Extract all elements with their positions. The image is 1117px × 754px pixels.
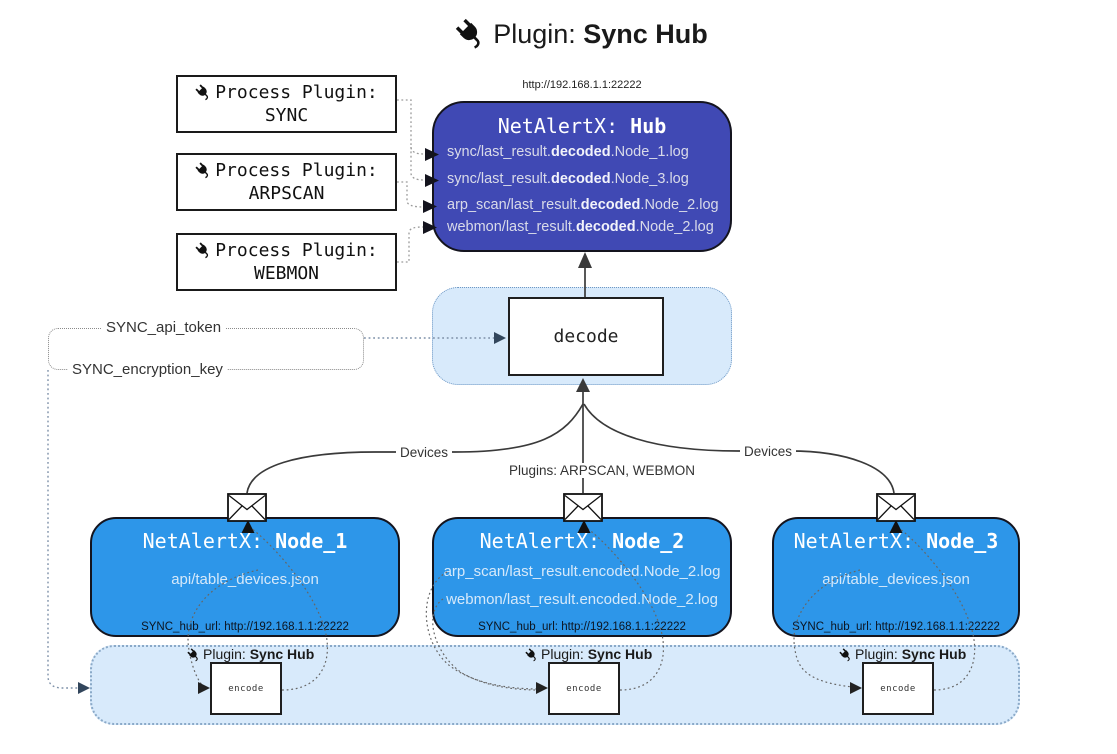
encode-label: encode bbox=[228, 683, 264, 694]
band-plugin-label: Plugin: Sync Hub bbox=[522, 645, 652, 665]
node-hub-url: SYNC_hub_url: http://192.168.1.1:22222 bbox=[792, 621, 1000, 633]
process-plugin-webmon-box: Process Plugin: WEBMON bbox=[176, 233, 397, 291]
envelope-icon bbox=[876, 493, 916, 522]
page-title-name: Sync Hub bbox=[583, 19, 708, 49]
plug-icon bbox=[449, 11, 494, 56]
node-data-line: arp_scan/last_result.encoded.Node_2.log bbox=[443, 563, 721, 580]
process-plugin-label: Process Plugin: bbox=[215, 240, 378, 261]
decode-label: decode bbox=[553, 326, 619, 347]
process-plugin-label-row: Process Plugin: bbox=[192, 80, 378, 104]
node-data-line: webmon/last_result.encoded.Node_2.log bbox=[446, 591, 718, 608]
decode-box: decode bbox=[508, 297, 664, 376]
node-data-line: api/table_devices.json bbox=[171, 571, 319, 588]
node-1-box: NetAlertX: Node_1 api/table_devices.json… bbox=[90, 517, 400, 637]
plug-icon bbox=[836, 645, 856, 665]
hub-box: NetAlertX: Hub sync/last_result.decoded.… bbox=[432, 101, 732, 252]
plugins-center-label: Plugins: ARPSCAN, WEBMON bbox=[505, 463, 700, 478]
node-title: NetAlertX: Node_1 bbox=[142, 529, 348, 553]
process-plugin-name: ARPSCAN bbox=[248, 183, 325, 204]
hub-log-line: sync/last_result.decoded.Node_3.log bbox=[447, 171, 689, 187]
band-in-arrow-icon bbox=[78, 682, 90, 694]
encode-label: encode bbox=[880, 683, 916, 694]
plugin-to-hub-connectors bbox=[397, 99, 425, 263]
band-plugin-label: Plugin: Sync Hub bbox=[184, 645, 314, 665]
node-hub-url: SYNC_hub_url: http://192.168.1.1:22222 bbox=[478, 621, 686, 633]
node-title: NetAlertX: Node_2 bbox=[479, 529, 685, 553]
node-title: NetAlertX: Node_3 bbox=[793, 529, 999, 553]
hub-url-label: http://192.168.1.1:22222 bbox=[522, 79, 642, 91]
hub-title-prefix: NetAlertX: bbox=[497, 114, 631, 138]
hub-log-line: sync/last_result.decoded.Node_1.log bbox=[447, 144, 689, 160]
encode-box: encode bbox=[862, 662, 934, 715]
hub-in-arrow-icon bbox=[578, 252, 592, 268]
process-plugin-label: Process Plugin: bbox=[215, 82, 378, 103]
band-plugin-label: Plugin: Sync Hub bbox=[836, 645, 966, 665]
process-plugin-label-row: Process Plugin: bbox=[192, 158, 378, 182]
plug-icon bbox=[192, 80, 216, 104]
process-plugin-name: SYNC bbox=[264, 105, 309, 126]
process-plugin-arpscan-box: Process Plugin: ARPSCAN bbox=[176, 153, 397, 211]
encode-box: encode bbox=[548, 662, 620, 715]
encode-label: encode bbox=[566, 683, 602, 694]
devices-left-label: Devices bbox=[396, 445, 453, 460]
process-plugin-label: Process Plugin: bbox=[215, 160, 378, 181]
sync-encryption-key-label: SYNC_encryption_key bbox=[68, 361, 227, 378]
page-title: Plugin: Sync Hub bbox=[0, 16, 1117, 51]
hub-title-name: Hub bbox=[630, 114, 667, 138]
plug-icon bbox=[192, 158, 216, 182]
process-plugin-label-row: Process Plugin: bbox=[192, 238, 378, 262]
hub-title: NetAlertX: Hub bbox=[434, 114, 730, 138]
node-hub-url: SYNC_hub_url: http://192.168.1.1:22222 bbox=[141, 621, 349, 633]
plug-icon bbox=[522, 645, 542, 665]
page-title-prefix: Plugin: bbox=[493, 19, 584, 49]
hub-log-line: arp_scan/last_result.decoded.Node_2.log bbox=[447, 197, 719, 213]
process-plugin-sync-box: Process Plugin: SYNC bbox=[176, 75, 397, 133]
process-plugin-name: WEBMON bbox=[253, 263, 320, 284]
plug-icon bbox=[192, 238, 216, 262]
devices-right-label: Devices bbox=[740, 444, 797, 459]
encode-box: encode bbox=[210, 662, 282, 715]
node-3-box: NetAlertX: Node_3 api/table_devices.json… bbox=[772, 517, 1020, 637]
node-2-box: NetAlertX: Node_2 arp_scan/last_result.e… bbox=[432, 517, 732, 637]
plug-icon bbox=[184, 645, 204, 665]
envelope-icon bbox=[563, 493, 603, 522]
node-data-line: api/table_devices.json bbox=[822, 571, 970, 588]
hub-log-line: webmon/last_result.decoded.Node_2.log bbox=[447, 219, 714, 235]
envelope-icon bbox=[227, 493, 267, 522]
sync-api-token-label: SYNC_api_token bbox=[102, 319, 226, 336]
